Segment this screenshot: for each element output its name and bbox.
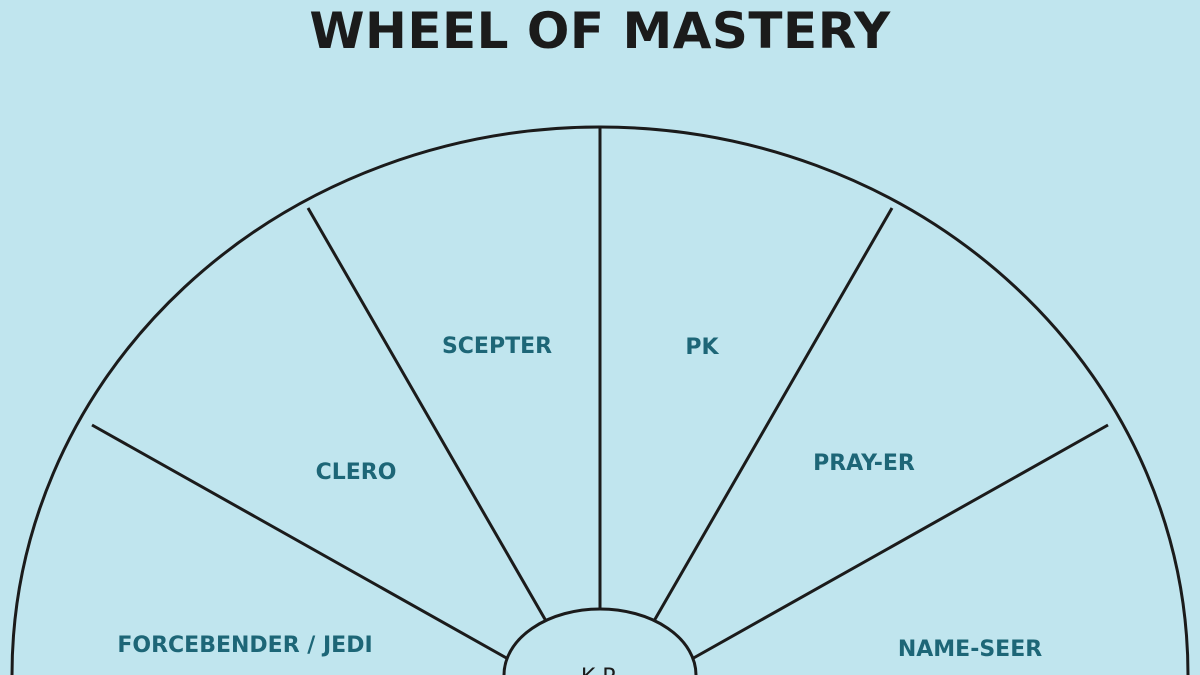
spoke-1: [91, 423, 511, 662]
segment-label-forcebender-jedi: FORCEBENDER / JEDI: [117, 633, 372, 658]
segment-label-scepter: SCEPTER: [442, 334, 552, 359]
segment-label-pk: PK: [685, 335, 719, 360]
spoke-2: [306, 207, 548, 622]
segment-label-pray-er: PRAY-ER: [813, 451, 915, 476]
segment-label-name-seer: NAME-SEER: [898, 637, 1042, 662]
spoke-4: [652, 207, 894, 622]
diagram-title: WHEEL OF MASTERY: [309, 2, 891, 60]
hub-circle: [502, 607, 698, 675]
spoke-5: [689, 423, 1109, 662]
segment-label-clero: CLERO: [316, 460, 397, 485]
hub-label: K.P.: [581, 665, 619, 675]
